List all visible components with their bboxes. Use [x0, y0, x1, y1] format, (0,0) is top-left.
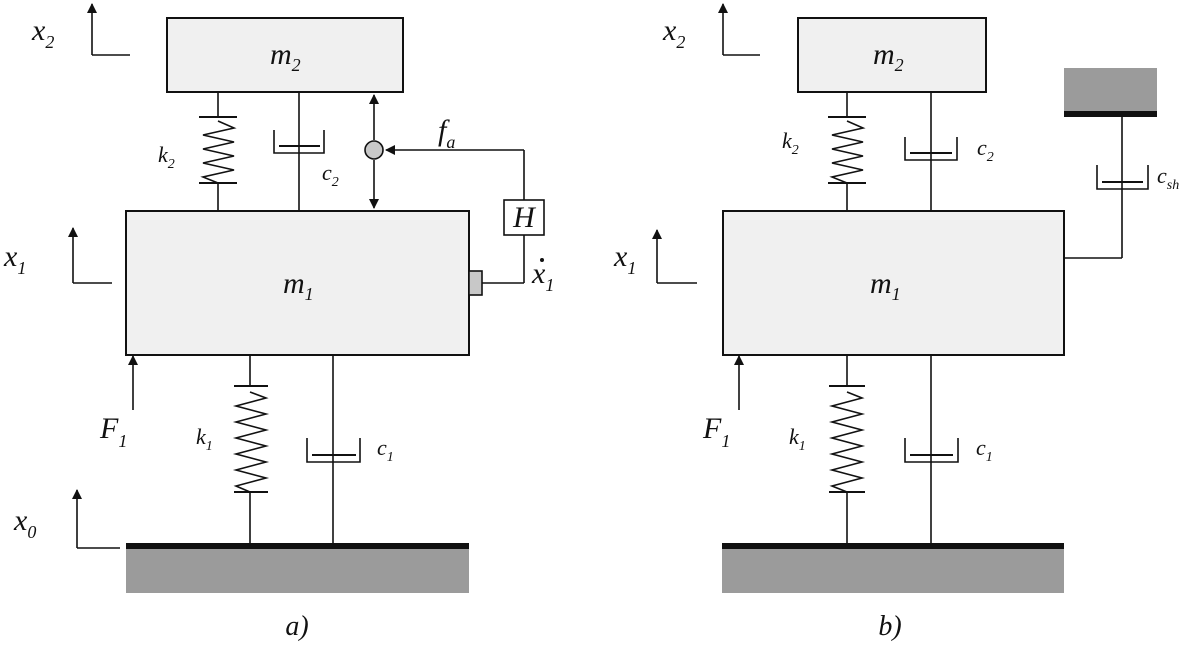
k1-label: k1: [196, 424, 213, 454]
k2-label: k2: [158, 142, 175, 172]
caption-a: a): [285, 611, 308, 642]
damper-c1: [306, 355, 361, 545]
mass-m2-block: [166, 17, 404, 93]
controller-h-box: [503, 199, 545, 236]
x1-label: x1: [3, 240, 26, 278]
ground-block: [722, 548, 1064, 593]
svg-text:x1: x1: [531, 257, 554, 295]
x1-dot-label: x1: [531, 257, 554, 295]
csh-label: csh: [1157, 163, 1179, 193]
caption-b: b): [878, 611, 901, 642]
x1-coordinate-arrow: [652, 229, 697, 284]
mass-m1-block: [722, 210, 1065, 356]
f1-label: F1: [99, 412, 127, 451]
c1-label: c1: [377, 435, 394, 465]
x1-coordinate-arrow: [68, 227, 112, 284]
damper-c1: [904, 355, 959, 545]
spring-k1: [828, 355, 866, 545]
mass-m2-block: [797, 17, 987, 93]
x2-label: x2: [31, 14, 54, 52]
panel-a: x0 k1 c1 m1 x1 F1: [3, 3, 554, 642]
spring-k1: [232, 355, 270, 545]
x1-label: x1: [613, 240, 636, 278]
c1-label: c1: [976, 435, 993, 465]
velocity-sensor: [468, 270, 483, 296]
f1-label: F1: [702, 412, 730, 451]
ground-block: [126, 548, 469, 593]
spring-k2: [199, 92, 237, 211]
k1-label: k1: [789, 424, 806, 454]
panel-b: k1 c1 m1 x1 F1 k2: [613, 3, 1179, 642]
fa-label: fa: [438, 114, 455, 152]
x2-label: x2: [662, 14, 685, 52]
actuator: [364, 94, 384, 209]
c2-label: c2: [977, 135, 994, 165]
spring-k2: [828, 92, 866, 211]
x0-label: x0: [13, 504, 36, 542]
damper-c2: [904, 92, 958, 211]
m1-label: m1: [283, 267, 314, 304]
feedback-loop: [385, 145, 525, 283]
m1-label: m1: [870, 267, 901, 304]
m2-label: m2: [873, 38, 904, 75]
damper-csh: [1064, 117, 1149, 259]
x0-coordinate-arrow: [72, 489, 120, 549]
h-label: H: [512, 201, 537, 234]
fixed-support-block: [1064, 68, 1157, 112]
m2-label: m2: [270, 38, 301, 75]
x2-coordinate-arrow: [87, 3, 130, 56]
damper-c2: [273, 92, 325, 211]
k2-label: k2: [782, 128, 799, 158]
x2-coordinate-arrow: [718, 3, 760, 56]
c2-label: c2: [322, 160, 339, 190]
